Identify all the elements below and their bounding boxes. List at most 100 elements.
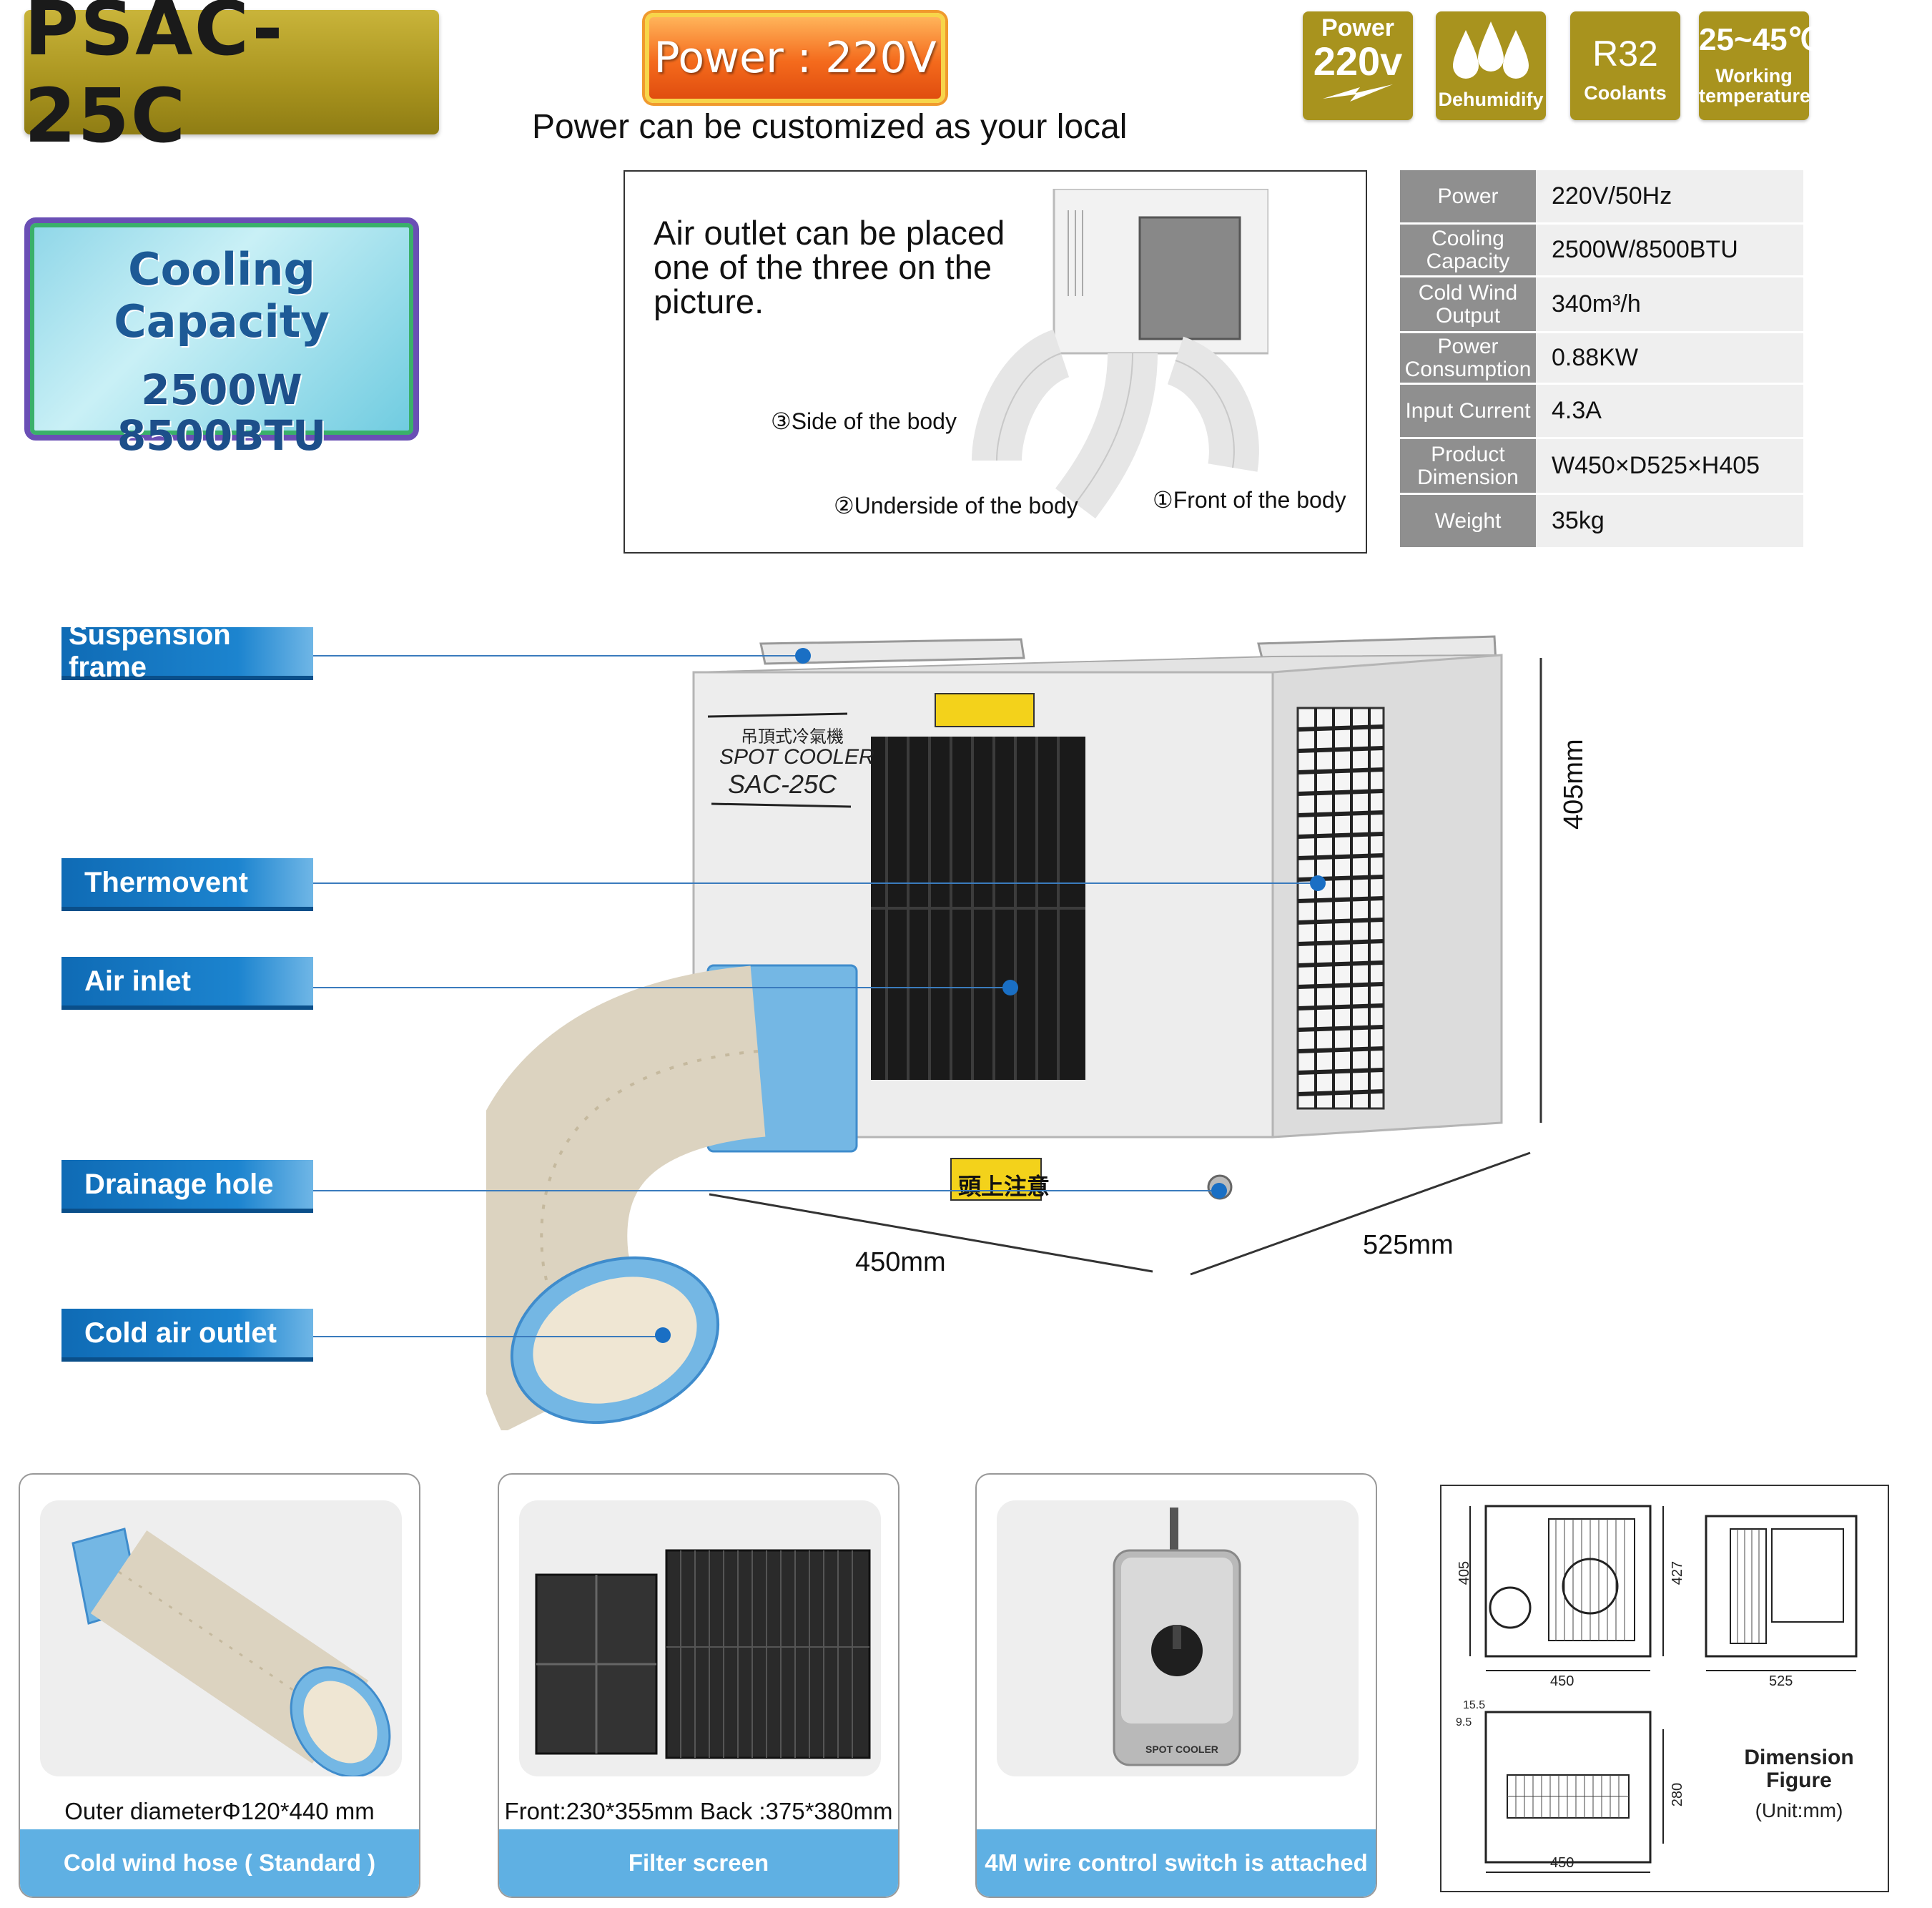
spec-key: Power xyxy=(1400,170,1536,222)
spec-key: Product Dimension xyxy=(1400,439,1536,493)
dim-label-h3: 280 xyxy=(1670,1782,1686,1807)
leader-suspension-frame xyxy=(313,655,802,657)
model-name: PSAC-25C xyxy=(24,0,285,159)
callout-suspension-frame: Suspension frame xyxy=(61,619,313,683)
spot-cooler-illustration xyxy=(486,635,1542,1430)
feature-dehumidify: Dehumidify xyxy=(1436,11,1546,120)
dim-label-h1: 405 xyxy=(1457,1560,1473,1585)
hose-image xyxy=(40,1500,402,1778)
callout-cold-air-outlet: Cold air outlet xyxy=(61,1309,313,1362)
callout-label: Cold air outlet xyxy=(84,1317,277,1349)
hose-caption: Outer diameterΦ120*440 mm xyxy=(64,1798,375,1824)
spec-value: 0.88KW xyxy=(1536,333,1803,383)
spec-value: 2500W/8500BTU xyxy=(1536,225,1803,275)
feature-coolant-label: Coolants xyxy=(1584,82,1667,104)
dim-label-w2: 525 xyxy=(1769,1673,1793,1689)
leader-thermovent xyxy=(313,882,1321,884)
unit-label-model: SAC-25C xyxy=(728,769,837,799)
spec-value: 220V/50Hz xyxy=(1536,170,1803,222)
model-badge: PSAC-25C xyxy=(24,0,439,159)
dim-label-w3: 450 xyxy=(1550,1855,1574,1871)
leader-air-inlet xyxy=(313,987,1011,988)
marker-suspension-frame xyxy=(795,648,811,664)
switch-title-bar: 4M wire control switch is attached xyxy=(977,1829,1376,1897)
leader-drainage-hole xyxy=(313,1190,1218,1191)
cooling-capacity-watts: 2500W xyxy=(141,365,302,414)
switch-image xyxy=(997,1500,1359,1776)
power-badge: Power : 220V xyxy=(645,13,945,103)
spec-value: 35kg xyxy=(1536,495,1803,547)
card-control-switch: SPOT COOLER 4M wire control switch is at… xyxy=(975,1473,1377,1898)
feature-coolant: R32 Coolants xyxy=(1570,11,1680,120)
power-note: Power can be customized as your local xyxy=(532,108,1128,146)
card-cold-wind-hose: Outer diameterΦ120*440 mm Cold wind hose… xyxy=(19,1473,420,1898)
water-drops-icon xyxy=(1453,21,1529,79)
feature-power-value: 220v xyxy=(1313,38,1403,84)
dimension-height: 405mm xyxy=(1559,739,1589,830)
spec-value: 4.3A xyxy=(1536,385,1803,437)
dimension-figure: 405 450 427 525 15.5 9.5 280 450 Dimensi… xyxy=(1440,1485,1889,1892)
feature-power: Power 220v xyxy=(1303,11,1413,120)
spec-value: W450×D525×H405 xyxy=(1536,439,1803,493)
callout-label: Air inlet xyxy=(84,965,191,997)
callout-label: Drainage hole xyxy=(84,1168,274,1200)
spec-value: 340m³/h xyxy=(1536,277,1803,331)
marker-thermovent xyxy=(1310,875,1326,891)
feature-dehumidify-label: Dehumidify xyxy=(1438,89,1544,110)
spec-key: Power Consumption xyxy=(1400,333,1536,383)
cooling-capacity-title: Cooling Capacity xyxy=(114,243,330,348)
dim-label-d1: 15.5 xyxy=(1463,1699,1486,1711)
callout-thermovent: Thermovent xyxy=(61,858,313,911)
card-filter-screen: Front:230*355mm Back :375*380mm Filter s… xyxy=(498,1473,900,1898)
callout-drainage-hole: Drainage hole xyxy=(61,1160,313,1213)
spec-key: Cooling Capacity xyxy=(1400,225,1536,275)
feature-temperature: 25~45℃ Working temperature xyxy=(1699,11,1823,120)
dim-label-d2: 9.5 xyxy=(1456,1716,1472,1728)
marker-drainage-hole xyxy=(1211,1183,1227,1199)
filter-illustration xyxy=(535,1549,871,1759)
filter-image xyxy=(519,1500,881,1776)
cooling-capacity-btu: 8500BTU xyxy=(117,410,327,460)
marker-cold-air-outlet xyxy=(655,1327,671,1343)
outlet-side-label: ③Side of the body xyxy=(771,408,957,434)
power-badge-label: Power : 220V xyxy=(654,33,937,83)
feature-coolant-value: R32 xyxy=(1592,34,1658,74)
hose-title-bar: Cold wind hose ( Standard ) xyxy=(20,1829,419,1897)
outlet-unit-illustration xyxy=(972,189,1268,518)
dimension-depth: 525mm xyxy=(1363,1230,1454,1260)
marker-air-inlet xyxy=(1002,980,1018,995)
dimension-width: 450mm xyxy=(855,1247,946,1277)
switch-label: SPOT COOLER xyxy=(1145,1744,1218,1755)
callout-label: Thermovent xyxy=(84,866,248,898)
unit-warning-label: 頭上注意 xyxy=(958,1174,1050,1199)
lightning-icon xyxy=(1323,84,1393,102)
unit-label-chinese: 吊頂式冷氣機 xyxy=(741,727,844,747)
feature-temperature-value: 25~45℃ xyxy=(1699,22,1823,57)
outlet-placement-box: Air outlet can be placed one of the thre… xyxy=(624,170,1367,554)
callout-air-inlet: Air inlet xyxy=(61,957,313,1010)
spec-key: Cold Wind Output xyxy=(1400,277,1536,331)
filter-caption: Front:230*355mm Back :375*380mm xyxy=(504,1798,893,1824)
callout-label: Suspension frame xyxy=(69,619,231,683)
cooling-capacity-panel: Cooling Capacity 2500W 8500BTU xyxy=(24,217,419,458)
feature-temperature-label: Working temperature xyxy=(1699,65,1811,107)
spec-key: Weight xyxy=(1400,495,1536,547)
hose-illustration xyxy=(72,1528,391,1778)
dimension-figure-unit: (Unit:mm) xyxy=(1755,1799,1843,1821)
outlet-underside-label: ②Underside of the body xyxy=(834,493,1078,518)
dim-label-w1: 450 xyxy=(1550,1673,1574,1689)
unit-label-english: SPOT COOLER xyxy=(719,745,874,769)
outlet-description: Air outlet can be placed one of the thre… xyxy=(654,214,1005,320)
outlet-front-label: ①Front of the body xyxy=(1153,487,1346,513)
spec-key: Input Current xyxy=(1400,385,1536,437)
dimension-drawing xyxy=(1469,1505,1858,1873)
dimension-figure-title: Dimension Figure xyxy=(1744,1746,1854,1792)
